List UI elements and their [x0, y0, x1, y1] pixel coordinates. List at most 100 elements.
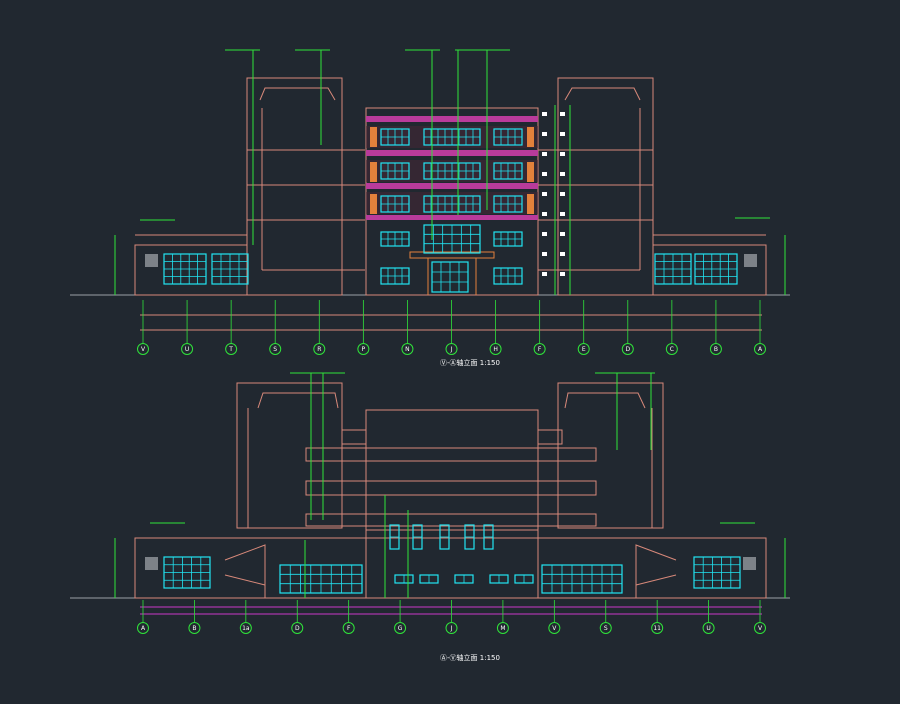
grid-bubble: [577, 343, 590, 355]
tower-mark: [542, 192, 547, 196]
elevation-1-dimensions: [140, 314, 762, 331]
elevation-2-dimensions: [140, 606, 762, 615]
left-wing: [134, 234, 248, 296]
entrance-door: [431, 261, 469, 293]
tower-mark: [542, 172, 547, 176]
right-vent-block-2: [743, 557, 756, 570]
tower-mark: [542, 232, 547, 236]
grid-bubble: [137, 622, 149, 634]
grid-label: F: [538, 346, 542, 353]
window: [493, 162, 523, 180]
grid-bubble: [394, 622, 407, 634]
window: [493, 195, 523, 213]
window: [489, 574, 509, 584]
window: [163, 253, 207, 285]
tower-mark: [542, 272, 547, 276]
grid-bubble: [533, 343, 546, 355]
entrance-curtain-wall: [423, 224, 481, 254]
tower-mark: [560, 112, 565, 116]
window: [419, 574, 439, 584]
grid-bubble: [599, 622, 612, 634]
grid-bubble: [489, 343, 502, 355]
grid-bubble: [225, 343, 238, 355]
tower-mark: [560, 152, 565, 156]
elevation-1-title: Ⓥ-Ⓐ轴立面 1:150: [440, 358, 500, 367]
window: [493, 128, 523, 146]
right-tower-2: [557, 382, 664, 529]
grid-label: F: [347, 625, 351, 632]
grid-label: B: [714, 346, 718, 353]
grid-label: T: [228, 346, 233, 353]
grid-bubble: [401, 343, 414, 355]
window: [394, 574, 414, 584]
grid-label: D: [295, 625, 300, 632]
grid-label: P: [362, 346, 366, 353]
grid-bubble: [181, 343, 194, 355]
slot-window: [439, 524, 450, 550]
podium-curtain-wall: [279, 564, 363, 594]
grid-label: V: [552, 625, 557, 632]
window: [423, 162, 481, 180]
grid-label: A: [758, 346, 763, 353]
left-tower-2: [236, 382, 343, 529]
grid-bubble: [445, 343, 458, 355]
window: [693, 556, 741, 589]
grid-bubble: [548, 622, 561, 634]
grid-label: S: [273, 346, 277, 353]
grid-label: S: [604, 625, 608, 632]
left-vent-block: [145, 254, 158, 267]
grid-bubble: [702, 622, 715, 634]
grid-bubble: [445, 622, 458, 634]
tower-mark: [560, 232, 565, 236]
grid-label: B: [192, 625, 196, 632]
tower-mark: [560, 132, 565, 136]
grid-bubble: [621, 343, 634, 355]
grid-bubble: [269, 343, 282, 355]
tower-mark: [560, 252, 565, 256]
grid-label: V: [758, 625, 763, 632]
grid-label: R: [317, 346, 321, 353]
tower-mark: [542, 112, 547, 116]
tower-mark: [542, 212, 547, 216]
window: [380, 128, 410, 146]
right-tower: [538, 77, 654, 296]
grid-bubble: [709, 343, 722, 355]
grid-label: G: [398, 625, 403, 632]
grid-label: 11: [653, 625, 661, 632]
grid-label: N: [405, 346, 410, 353]
window: [380, 195, 410, 213]
grid-bubble: [357, 343, 370, 355]
podium-curtain-wall: [541, 564, 623, 594]
slot-window: [389, 524, 400, 550]
grid-label: H: [493, 346, 498, 353]
grid-bubble: [651, 622, 664, 634]
grid-bubble: [313, 343, 326, 355]
grid-label: V: [141, 346, 146, 353]
grid-bubble: [188, 622, 201, 634]
window: [514, 574, 534, 584]
right-vent-block: [744, 254, 757, 267]
grid-label: 1a: [242, 625, 250, 632]
window: [423, 195, 481, 213]
slot-window: [412, 524, 423, 550]
slot-window: [464, 524, 475, 550]
tower-mark: [542, 152, 547, 156]
elevation-2-windows: [163, 524, 741, 594]
central-block-2: [305, 409, 597, 598]
grid-label: C: [670, 346, 674, 353]
elevation-1-windows: [163, 112, 738, 293]
window: [423, 128, 481, 146]
elevation-2-leaders: [114, 372, 786, 598]
grid-label: U: [185, 346, 189, 353]
window: [211, 253, 249, 285]
grid-label: E: [582, 346, 586, 353]
tower-mark: [542, 132, 547, 136]
grid-label: M: [500, 625, 505, 632]
grid-label: J: [450, 346, 453, 353]
grid-bubble: [754, 622, 766, 634]
